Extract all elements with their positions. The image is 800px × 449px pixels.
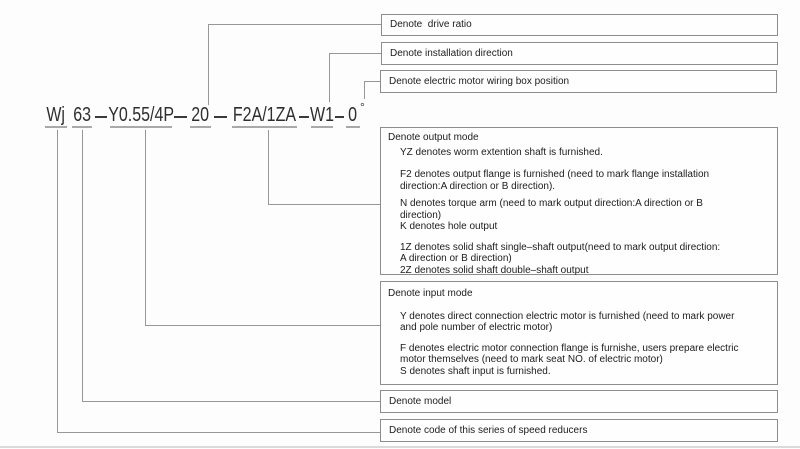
output-mode-paragraph: N denotes torque arm (need to mark outpu… bbox=[400, 198, 703, 232]
connector-series-vertical bbox=[57, 130, 58, 432]
code-segment-series-text: Wj bbox=[46, 104, 66, 126]
code-dash-5 bbox=[335, 116, 344, 118]
code-segment-series: Wj bbox=[45, 104, 67, 128]
code-dash-1 bbox=[95, 116, 107, 118]
input-mode-paragraph: F denotes electric motor connection flan… bbox=[400, 342, 739, 377]
code-dash-3 bbox=[214, 116, 227, 118]
callout-input-mode-title: Denote input mode bbox=[388, 288, 473, 299]
connector-output-horizontal bbox=[268, 204, 380, 205]
connector-wiring-horizontal bbox=[364, 81, 380, 82]
connector-series-horizontal bbox=[57, 432, 380, 433]
code-dash-2 bbox=[174, 116, 187, 118]
code-segment-output-mode-text: F2A/1ZA bbox=[232, 104, 297, 126]
callout-series-code-label: Denote code of this series of speed redu… bbox=[389, 425, 588, 436]
callout-wiring-box-position: Denote electric motor wiring box positio… bbox=[380, 70, 777, 93]
connector-model-vertical bbox=[82, 130, 83, 401]
connector-drive-ratio-vertical bbox=[208, 24, 209, 105]
callout-installation-direction-label: Denote installation direction bbox=[390, 48, 513, 59]
connector-drive-ratio-horizontal bbox=[208, 24, 381, 25]
code-segment-model: 63 bbox=[72, 104, 92, 128]
code-segment-model-text: 63 bbox=[73, 104, 91, 126]
connector-model-horizontal bbox=[82, 401, 380, 402]
connector-input-vertical bbox=[145, 130, 146, 325]
connector-installation-horizontal bbox=[329, 53, 381, 54]
callout-drive-ratio: Denote drive ratio bbox=[381, 14, 778, 36]
connector-output-vertical bbox=[268, 130, 269, 204]
code-segment-wiring-position-text: 0 bbox=[348, 104, 358, 126]
code-segment-wiring-position: 0 bbox=[346, 104, 360, 128]
callout-model-label: Denote model bbox=[389, 396, 452, 407]
connector-input-horizontal bbox=[145, 325, 380, 326]
code-segment-input-mode: Y0.55/4P bbox=[108, 104, 174, 128]
callout-output-mode-title: Denote output mode bbox=[388, 132, 479, 143]
code-segment-drive-ratio-text: 20 bbox=[191, 104, 210, 126]
input-mode-paragraph: Y denotes direct connection electric mot… bbox=[400, 310, 735, 334]
code-segment-output-mode: F2A/1ZA bbox=[232, 104, 297, 128]
output-mode-paragraph: F2 denotes output flange is furnished (n… bbox=[400, 169, 710, 192]
connector-installation-vertical bbox=[329, 53, 330, 102]
callout-input-mode: Denote input mode Y denotes direct conne… bbox=[380, 281, 778, 385]
code-dash-4 bbox=[299, 116, 309, 118]
degree-symbol: ° bbox=[360, 100, 365, 114]
code-segment-installation-direction-text: W1 bbox=[310, 104, 334, 126]
callout-model: Denote model bbox=[380, 390, 778, 413]
callout-drive-ratio-label: Denote drive ratio bbox=[390, 19, 472, 30]
callout-wiring-box-position-label: Denote electric motor wiring box positio… bbox=[389, 76, 570, 87]
code-segment-input-mode-text: Y0.55/4P bbox=[108, 104, 174, 126]
callout-installation-direction: Denote installation direction bbox=[381, 42, 778, 65]
connector-wiring-vertical bbox=[364, 81, 365, 99]
callout-series-code: Denote code of this series of speed redu… bbox=[380, 419, 778, 442]
page-bottom-edge bbox=[0, 446, 800, 448]
output-mode-paragraph: YZ denotes worm extention shaft is furni… bbox=[400, 146, 603, 158]
output-mode-paragraph: 1Z denotes solid shaft single–shaft outp… bbox=[400, 241, 721, 276]
callout-output-mode: Denote output mode YZ denotes worm exten… bbox=[380, 127, 778, 276]
code-segment-installation-direction: W1 bbox=[310, 104, 334, 128]
code-segment-drive-ratio: 20 bbox=[190, 104, 211, 128]
